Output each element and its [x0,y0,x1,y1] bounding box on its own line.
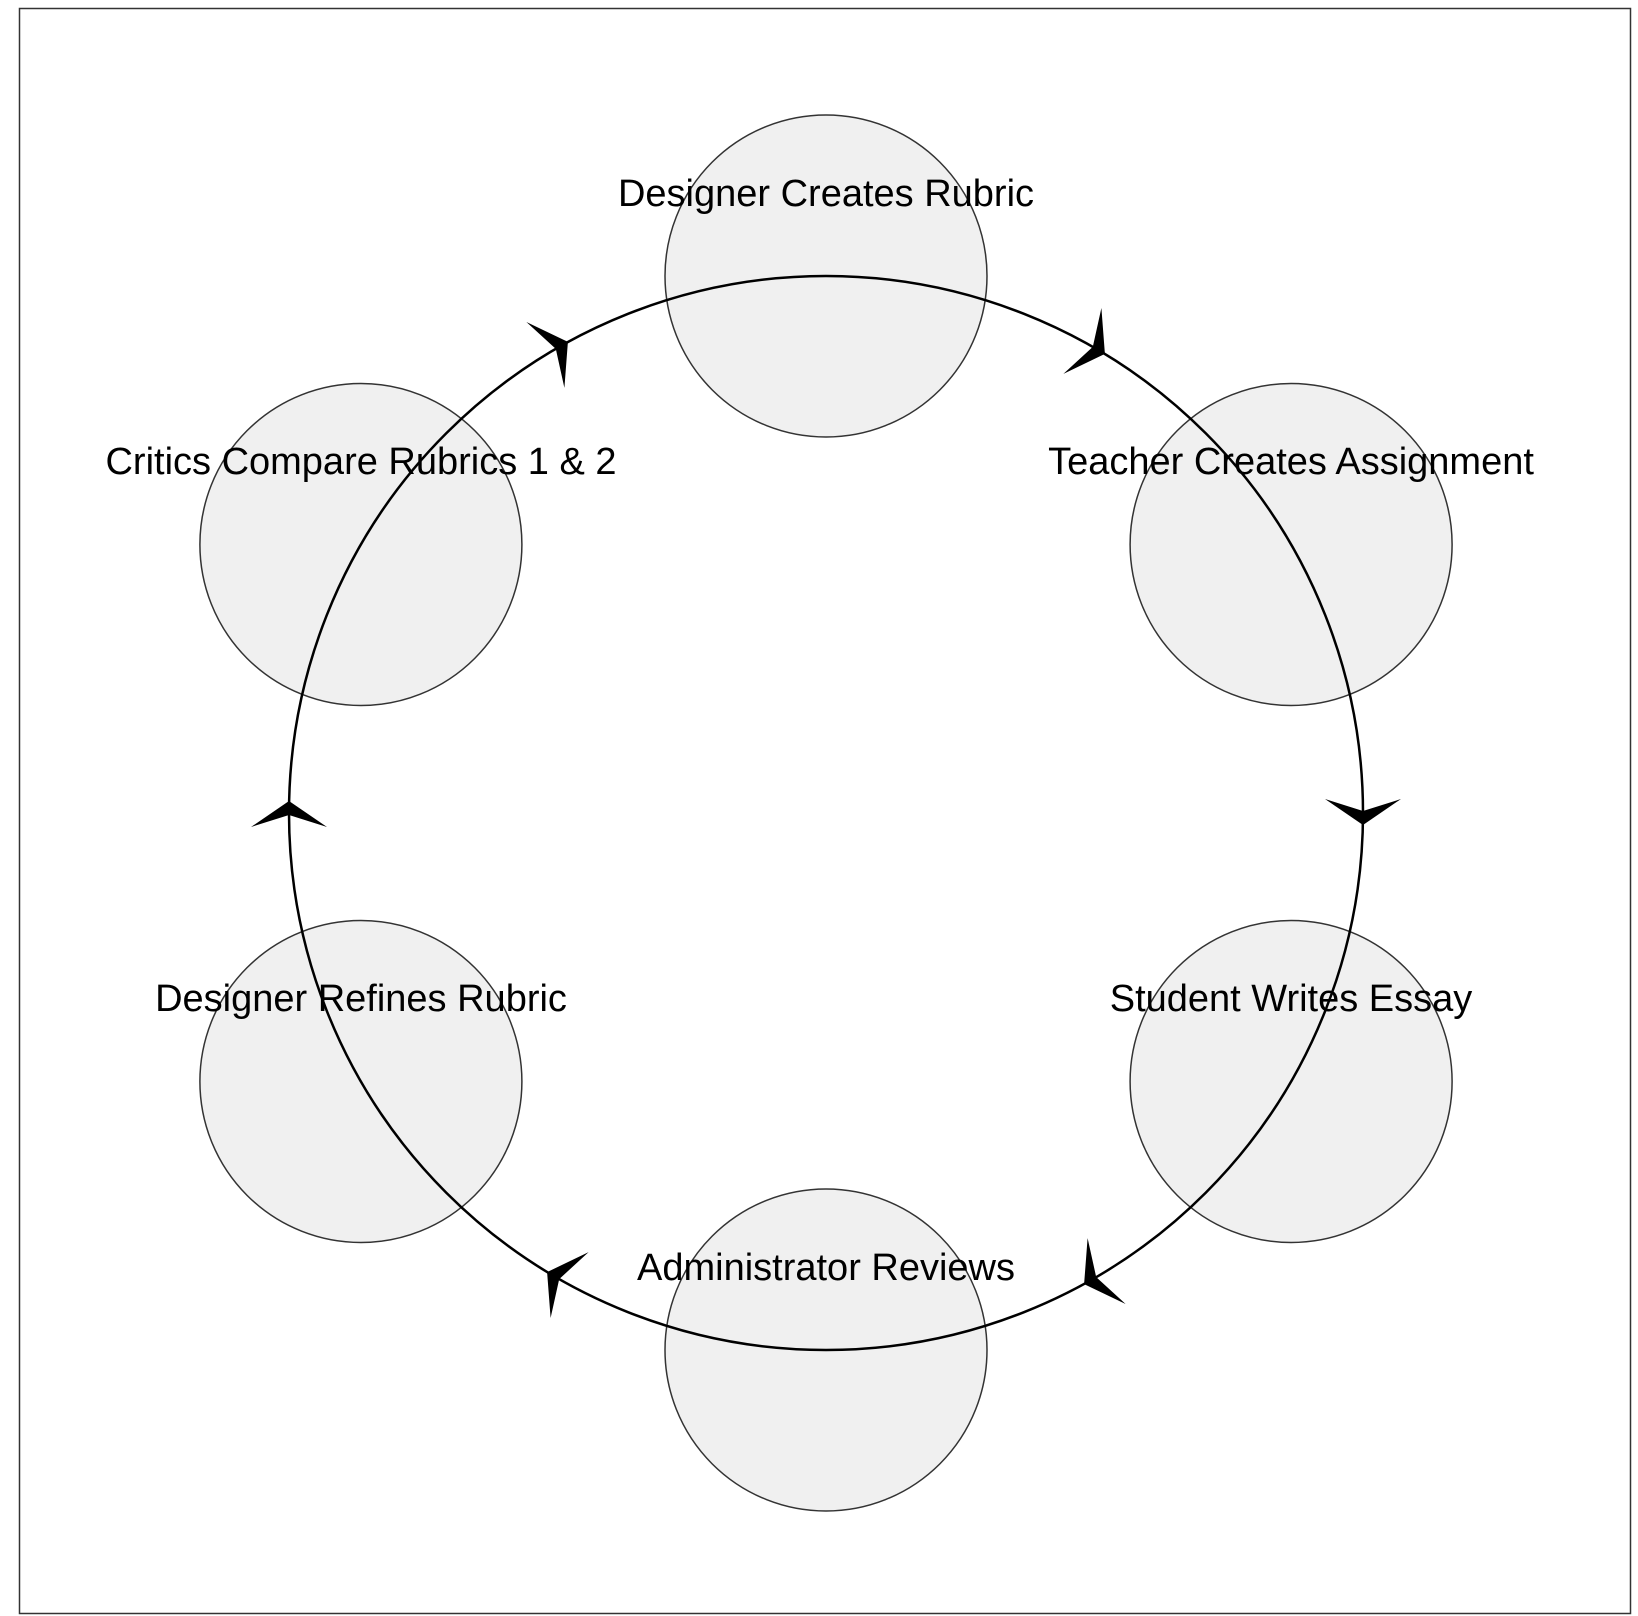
node-label-designer-creates-rubric: Designer Creates Rubric [618,173,1034,215]
arrowhead-4 [547,1252,589,1318]
arrowhead-2 [1325,799,1401,825]
node-label-critics-compare-rubrics: Critics Compare Rubrics 1 & 2 [105,441,616,483]
arrowhead-3 [1084,1238,1126,1304]
node-label-administrator-reviews: Administrator Reviews [637,1247,1015,1289]
arrowhead-6 [526,322,568,388]
node-label-student-writes-essay: Student Writes Essay [1110,978,1473,1020]
node-labels: Designer Creates Rubric Teacher Creates … [105,173,1534,1289]
node-label-designer-refines-rubric: Designer Refines Rubric [155,978,567,1020]
cycle-arrowheads [251,308,1401,1318]
node-label-teacher-creates-assignment: Teacher Creates Assignment [1048,441,1534,483]
arrowhead-5 [251,801,327,827]
arrowhead-1 [1063,308,1105,374]
